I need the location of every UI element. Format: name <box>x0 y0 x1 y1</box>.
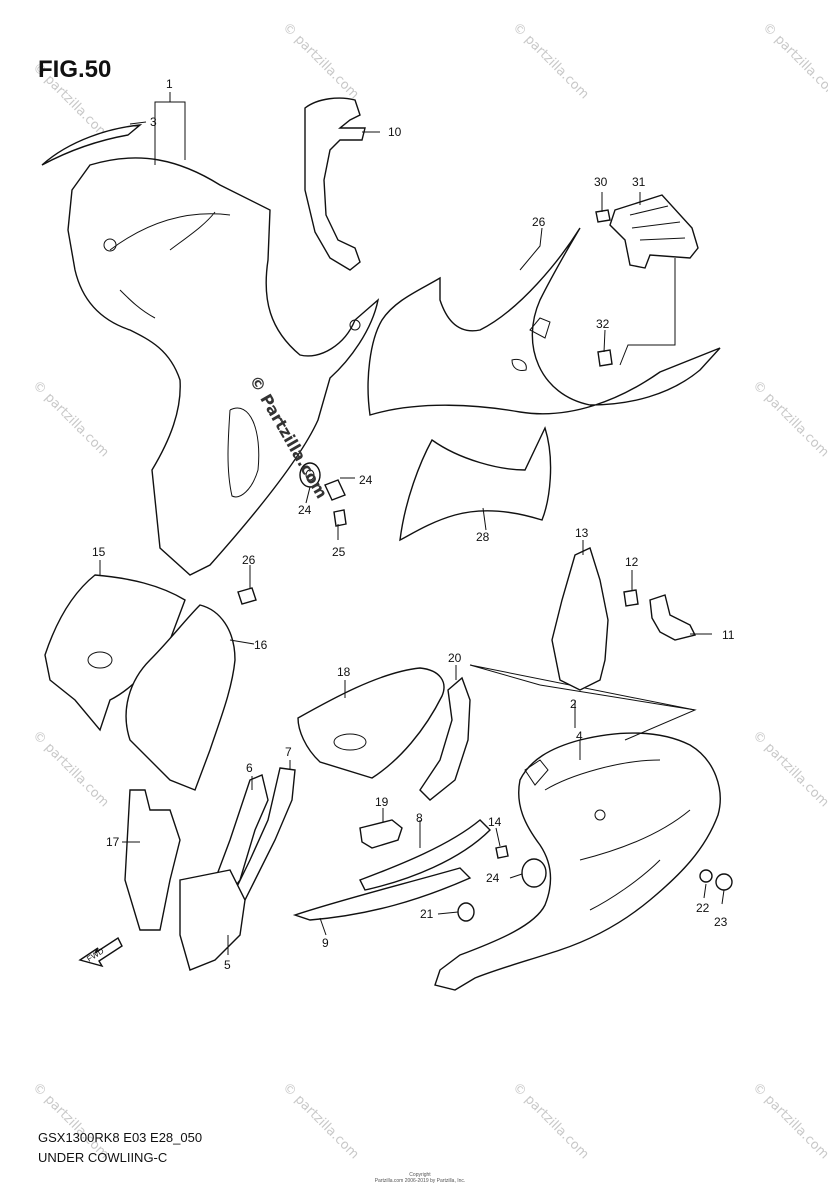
part-32-line <box>619 344 660 366</box>
part-15-shape <box>44 574 186 732</box>
figure-footer: GSX1300RK8 E03 E28_050 UNDER COWLIING-C <box>38 1128 202 1168</box>
callout-19: 19 <box>375 795 389 809</box>
callout-21: 21 <box>420 907 434 921</box>
callout-22: 22 <box>696 901 710 915</box>
callout-11: 11 <box>722 628 735 642</box>
callout-18: 18 <box>337 665 351 679</box>
part-15-hole <box>87 651 113 669</box>
part-23-shape <box>715 873 733 891</box>
part-25-shape <box>324 479 346 501</box>
leader-lines <box>99 92 725 955</box>
part-1-shape <box>67 157 380 576</box>
callout-30: 31 <box>632 175 646 189</box>
part-27-shape <box>237 587 257 605</box>
callout-24: 24 <box>298 503 312 517</box>
callout-4: 4 <box>576 729 583 743</box>
part-2-detail <box>524 759 691 911</box>
part-9-shape <box>292 867 472 921</box>
callout-6: 6 <box>246 761 253 775</box>
part-28-detail <box>511 317 551 371</box>
part-13-shape <box>551 547 609 691</box>
callout-13: 13 <box>575 526 589 540</box>
figure-title: FIG.50 <box>38 56 112 83</box>
copyright-line-2: Partzilla.com 2006-2019 by Partzilla, In… <box>374 1178 466 1184</box>
part-17-shape <box>124 789 181 931</box>
callout-9: 9 <box>322 936 329 950</box>
callout-labels: 1 3 10 26 31 30 32 24 24 25 26 28 15 16 … <box>92 77 735 972</box>
part-7-shape <box>227 767 296 911</box>
part-24b-shape <box>521 858 547 888</box>
part-32-shape <box>597 349 613 367</box>
part-2-shape <box>434 732 721 991</box>
callout-31: 30 <box>594 175 608 189</box>
part-3-shape <box>41 124 143 166</box>
callout-7: 7 <box>285 745 292 759</box>
part-22-shape <box>699 869 713 883</box>
callout-14: 14 <box>488 815 502 829</box>
part-14-shape <box>495 845 509 859</box>
part-16-shape <box>125 604 236 791</box>
part-18-shape <box>297 667 445 779</box>
callout-2: 2 <box>570 697 577 711</box>
callout-10: 10 <box>388 125 402 139</box>
part-18-hole <box>333 733 367 751</box>
part-11-shape <box>649 594 697 641</box>
part-1-detail <box>109 211 260 498</box>
part-26-shape <box>333 509 347 527</box>
copyright-line-1: Copyright <box>409 1172 431 1178</box>
callout-28: 26 <box>532 215 546 229</box>
part-30-line <box>660 258 676 346</box>
part-28-shape <box>367 227 721 416</box>
callout-15: 15 <box>92 545 106 559</box>
part-24-hole <box>305 469 315 481</box>
part-1-hole <box>349 319 361 331</box>
part-1-hole <box>103 238 117 252</box>
part-12-shape <box>623 589 639 607</box>
callout-12: 12 <box>625 555 639 569</box>
callout-25: 24 <box>359 473 373 487</box>
part-30-shape <box>609 194 699 269</box>
fwd-arrow <box>78 936 123 968</box>
callout-5: 5 <box>224 958 231 972</box>
copyright-note: Copyright Partzilla.com 2006-2019 by Par… <box>360 1172 480 1184</box>
callout-27: 26 <box>242 553 256 567</box>
callout-8: 8 <box>416 811 423 825</box>
callout-29: 28 <box>476 530 490 544</box>
callout-32: 32 <box>596 317 610 331</box>
callout-26: 25 <box>332 545 346 559</box>
part-20-shape <box>419 676 471 801</box>
part-29-shape <box>399 426 552 542</box>
part-2-hole <box>594 809 606 821</box>
part-31-shape <box>595 209 611 223</box>
part-2-line <box>539 684 697 741</box>
callout-16: 16 <box>254 638 268 652</box>
part-21-shape <box>457 902 475 922</box>
part-5-shape <box>179 869 246 971</box>
figure-caption: UNDER COWLIING-C <box>38 1150 168 1165</box>
part-10-shape <box>304 97 366 271</box>
callout-3: 3 <box>150 115 157 129</box>
part-30-detail <box>629 205 686 241</box>
callout-20: 20 <box>448 651 462 665</box>
model-code: GSX1300RK8 E03 E28_050 <box>38 1130 203 1145</box>
part-19-shape <box>359 819 403 849</box>
callout-23: 23 <box>714 915 728 929</box>
callout-17: 17 <box>106 835 120 849</box>
part-8-shape <box>359 819 491 891</box>
callout-24b: 24 <box>486 871 500 885</box>
callout-1: 1 <box>166 77 173 91</box>
